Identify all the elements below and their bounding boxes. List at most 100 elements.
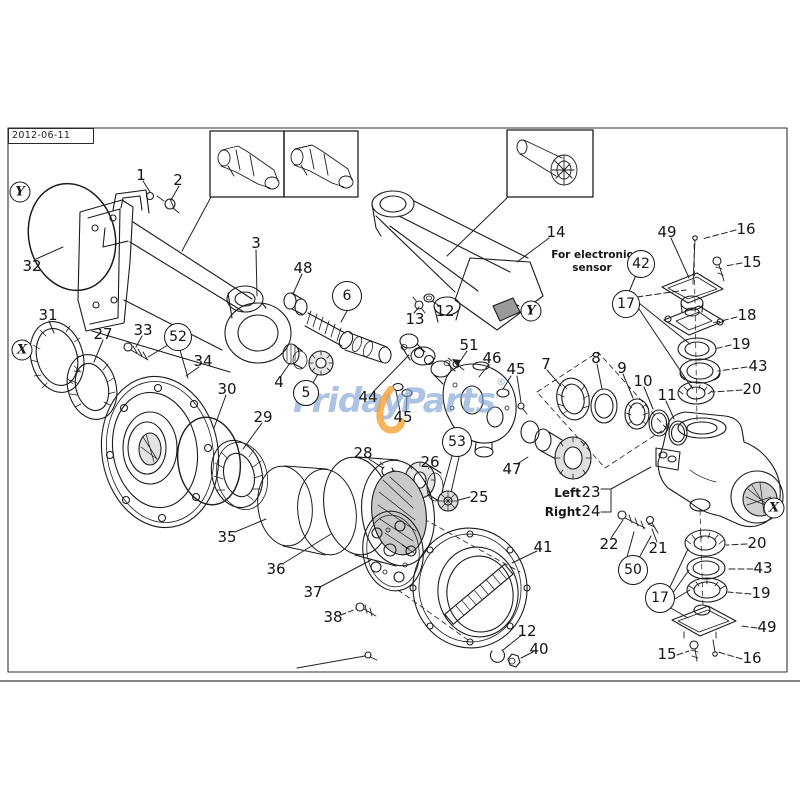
part-label-44: 44 xyxy=(358,388,378,406)
part-label-12: 12 xyxy=(517,622,537,640)
part-bushing-4 xyxy=(282,343,308,370)
part-label-29: 29 xyxy=(253,408,273,426)
part-wheel-hub-34 xyxy=(100,375,220,529)
circled-label-52: 52 xyxy=(164,323,192,351)
part-label-45: 45 xyxy=(506,360,526,378)
circled-label-53: 53 xyxy=(442,427,472,457)
part-input-shaft-47 xyxy=(520,420,592,480)
part-label-16: 16 xyxy=(742,649,762,667)
centerline-top-sensor xyxy=(693,243,698,421)
part-bolt-22 xyxy=(617,510,646,530)
date-box: 2012-06-11 xyxy=(8,128,94,144)
part-oring-30 xyxy=(176,416,242,506)
part-label-12: 12 xyxy=(435,302,455,320)
part-label-15: 15 xyxy=(742,253,762,271)
part-label-16: 16 xyxy=(736,220,756,238)
part-label-1: 1 xyxy=(136,166,146,184)
part-label-38: 38 xyxy=(323,608,343,626)
symbol-label-X: X xyxy=(11,339,33,361)
part-final-drive-housing-41 xyxy=(409,527,531,649)
part-label-27: 27 xyxy=(93,325,113,343)
part-bolt-21 xyxy=(645,515,659,534)
part-label-48: 48 xyxy=(293,259,313,277)
part-sleeve-48 xyxy=(283,292,308,316)
part-label-19: 19 xyxy=(751,584,771,602)
part-locknut-25 xyxy=(437,490,459,512)
part-label-49: 49 xyxy=(657,223,677,241)
part-label-46: 46 xyxy=(482,349,502,367)
part-seal-31 xyxy=(29,321,85,393)
part-diff-case-46 xyxy=(442,361,517,458)
part-label-28: 28 xyxy=(353,444,373,462)
diagram-frame xyxy=(0,127,800,682)
part-label-10: 10 xyxy=(633,372,653,390)
part-label-20: 20 xyxy=(747,534,767,552)
part-snapring-11 xyxy=(668,420,688,446)
part-drum-35 xyxy=(257,465,357,556)
part-stud-33 xyxy=(123,342,149,361)
part-label-31: 31 xyxy=(38,306,58,324)
circled-label-50: 50 xyxy=(618,555,648,585)
part-label-9: 9 xyxy=(617,359,627,377)
part-label-7: 7 xyxy=(541,355,551,373)
part-label-4: 4 xyxy=(274,373,284,391)
circled-label-17: 17 xyxy=(612,290,640,318)
part-ring-19-top xyxy=(677,337,717,361)
part-axle-housing-rear xyxy=(371,190,544,331)
part-label-18: 18 xyxy=(737,306,757,324)
part-washer-45b xyxy=(496,388,528,415)
part-label-45: 45 xyxy=(393,408,413,426)
part-gasket-18 xyxy=(663,305,725,336)
part-ring-19-bottom xyxy=(686,577,728,603)
symbol-label-Y: Y xyxy=(9,181,31,203)
part-label-51: 51 xyxy=(459,336,479,354)
part-snap-rings-45 xyxy=(392,382,413,398)
part-label-34: 34 xyxy=(193,352,213,370)
part-label-32: 32 xyxy=(22,257,42,275)
symbol-label-X: X xyxy=(763,497,785,519)
inset-sketch-3 xyxy=(516,139,578,186)
part-ring-8 xyxy=(590,388,618,424)
part-bolt-38 xyxy=(355,602,377,617)
part-label-43: 43 xyxy=(753,559,773,577)
part-bearing-9 xyxy=(624,398,650,430)
circled-label-5: 5 xyxy=(293,380,319,406)
part-plug-40 xyxy=(507,653,521,668)
inset-view-boxes xyxy=(209,129,594,198)
part-carrier-37 xyxy=(362,510,424,592)
part-label-25: 25 xyxy=(469,488,489,506)
part-axle-housing-front xyxy=(77,189,292,373)
sensor-note: For electronic sensor xyxy=(551,249,633,274)
part-ring-43-bottom xyxy=(686,556,726,580)
circled-label-42: 42 xyxy=(627,250,655,278)
part-label-20: 20 xyxy=(742,380,762,398)
inset-sketch-2 xyxy=(290,144,354,189)
circled-label-6: 6 xyxy=(332,281,362,311)
inset-sketch-1 xyxy=(217,145,280,190)
part-label-23: 23 xyxy=(581,483,601,501)
part-label-2: 2 xyxy=(173,171,183,189)
left-label: Left xyxy=(554,486,581,500)
part-bearing-20-top xyxy=(677,381,715,405)
part-label-22: 22 xyxy=(599,535,619,553)
part-label-36: 36 xyxy=(266,560,286,578)
part-bearing-27 xyxy=(66,354,118,420)
sensor-note-line2: sensor xyxy=(572,261,612,274)
part-label-47: 47 xyxy=(502,460,522,478)
part-bolt-39 xyxy=(364,651,378,661)
part-bearing-cone-29 xyxy=(210,439,269,510)
part-label-14: 14 xyxy=(546,223,566,241)
part-bearing-20-bottom xyxy=(684,529,726,557)
part-sensor-cover-top xyxy=(661,235,725,317)
part-label-49: 49 xyxy=(757,618,777,636)
part-label-41: 41 xyxy=(533,538,553,556)
part-label-15: 15 xyxy=(657,645,677,663)
part-label-35: 35 xyxy=(217,528,237,546)
symbol-label-Y: Y xyxy=(520,300,542,322)
right-label: Right xyxy=(544,505,581,519)
part-axle-shaft-6 xyxy=(304,310,392,364)
part-sensor-cover-bottom xyxy=(671,604,737,662)
part-ring-43-top xyxy=(679,358,721,384)
part-label-37: 37 xyxy=(303,583,323,601)
